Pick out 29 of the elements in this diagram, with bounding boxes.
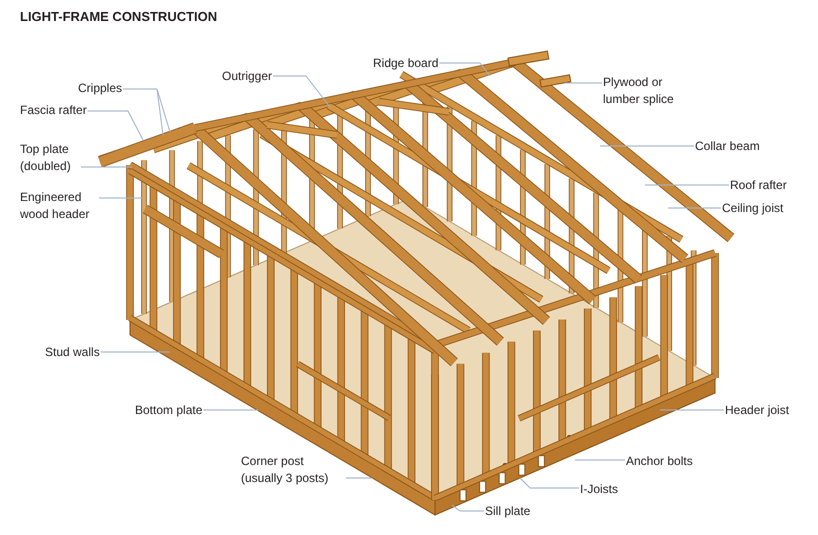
callout-label: Corner post (usually 3 posts)	[241, 453, 345, 487]
leader-line	[156, 88, 164, 136]
leader-line	[80, 166, 132, 168]
callout-label: Sill plate	[485, 503, 530, 520]
callout-label: Stud walls	[45, 344, 100, 361]
leader-line	[520, 478, 580, 488]
callout-label: Plywood or lumber splice	[603, 74, 683, 108]
callout-label: Collar beam	[695, 138, 760, 155]
callout-label: Ceiling joist	[722, 200, 784, 217]
callout-label: Cripples	[78, 80, 122, 97]
leader-line	[156, 88, 170, 132]
callout-label: Engineered wood header	[20, 189, 98, 223]
callout-label: I-Joists	[580, 481, 618, 498]
callout-label: Top plate (doubled)	[20, 141, 80, 175]
callout-label: Fascia rafter	[20, 102, 87, 119]
leader-line	[438, 62, 490, 76]
callout-label: Roof rafter	[730, 177, 787, 194]
callout-label: Header joist	[725, 402, 790, 419]
title: LIGHT-FRAME CONSTRUCTION	[20, 9, 218, 24]
callout-label: Outrigger	[222, 68, 272, 85]
leader-line	[272, 76, 330, 108]
callout-label: Ridge board	[373, 55, 438, 72]
callout-label: Bottom plate	[135, 402, 202, 419]
leader-line	[452, 504, 484, 512]
callout-label: Anchor bolts	[626, 453, 693, 470]
leader-line	[564, 82, 602, 84]
leader-line	[87, 110, 144, 140]
leader-line	[644, 184, 730, 186]
leader-line	[122, 88, 158, 90]
